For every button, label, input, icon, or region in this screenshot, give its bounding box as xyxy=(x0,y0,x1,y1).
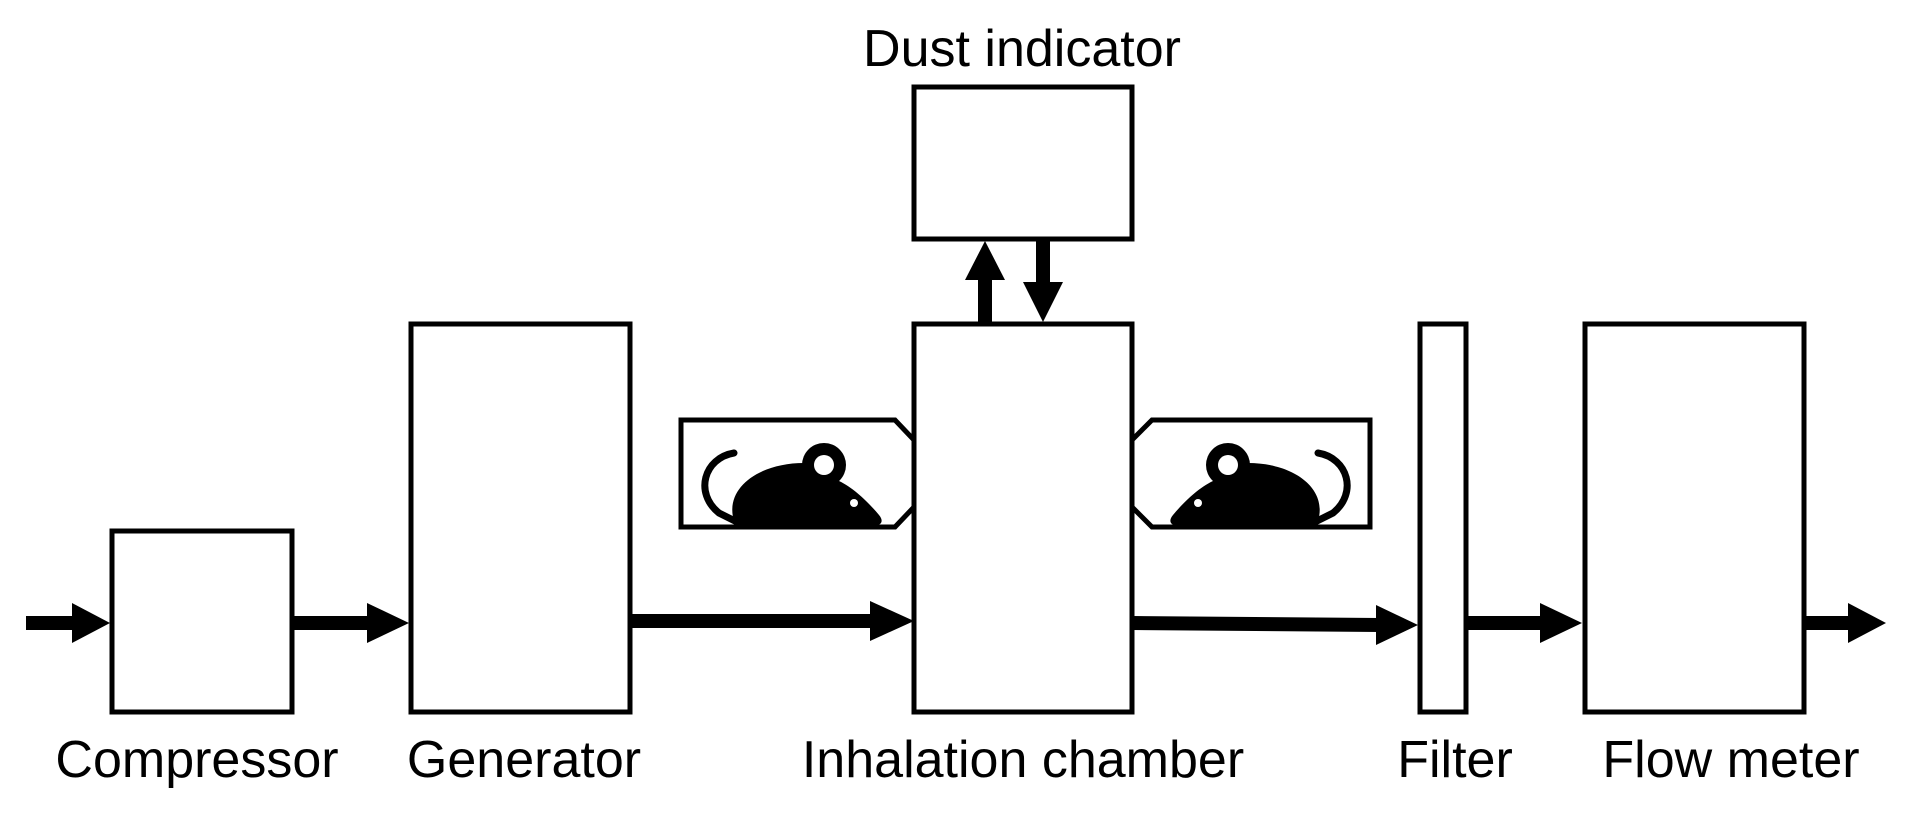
filter-to-flow-meter-arrow xyxy=(1466,603,1582,643)
left-animal-holder xyxy=(678,417,917,530)
inhalation-chamber-label: Inhalation chamber xyxy=(802,731,1244,789)
inhalation-chamber-box xyxy=(911,321,1135,715)
dust-indicator-label: Dust indicator xyxy=(863,20,1181,78)
filter-box xyxy=(1417,321,1469,715)
outlet-arrow xyxy=(1804,603,1886,643)
right-animal-holder xyxy=(1129,417,1373,530)
dust-indicator-to-chamber-arrow xyxy=(1023,241,1063,322)
filter-label: Filter xyxy=(1397,731,1513,789)
chamber-to-dust-indicator-arrow xyxy=(965,241,1005,324)
chamber-to-filter-arrow xyxy=(1131,605,1418,645)
flow-meter-label: Flow meter xyxy=(1602,731,1859,789)
compressor-box xyxy=(109,528,295,715)
generator-box xyxy=(408,321,633,715)
flow-meter-box xyxy=(1582,321,1807,715)
generator-label: Generator xyxy=(407,731,641,789)
compressor-label: Compressor xyxy=(55,731,338,789)
compressor-to-generator-arrow xyxy=(292,603,409,643)
inlet-arrow xyxy=(26,603,110,643)
dust-indicator-box xyxy=(911,84,1135,242)
generator-to-chamber-arrow xyxy=(630,601,914,641)
